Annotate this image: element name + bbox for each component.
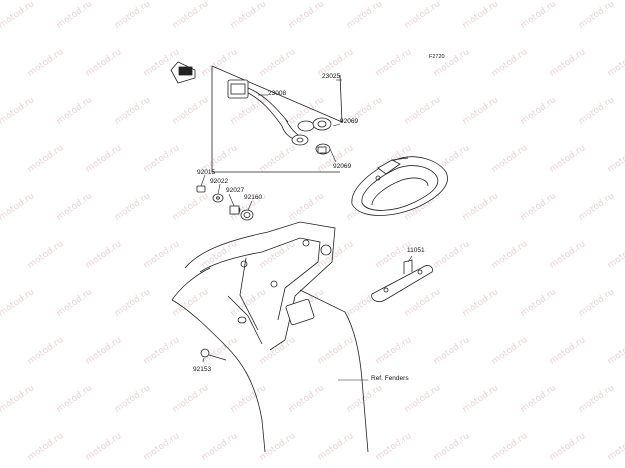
reference-fenders-label: Ref. Fenders [371,375,409,382]
part-92027-collar[interactable] [229,205,241,215]
rear-fender [171,221,369,453]
part-label-92069-upper: 92069 [340,118,359,125]
part-label-11051: 11051 [407,247,425,254]
part-label-92015: 92015 [197,169,216,176]
part-label-23008: 23008 [268,90,287,97]
tail-light-assembly[interactable] [351,156,448,216]
license-plate-bracket[interactable] [371,259,433,302]
part-label-23025: 23025 [322,73,341,80]
figure-code: F2720 [429,54,445,60]
leader-lines [200,79,413,381]
bulb-92069[interactable] [315,143,331,155]
part-label-92160: 92160 [244,194,263,201]
part-92160-damper[interactable] [240,209,254,221]
part-label-92022: 92022 [210,178,229,185]
front-direction-arrow-icon [170,61,196,84]
part-92015-nut[interactable] [196,185,206,193]
bolt-92153[interactable] [200,348,227,361]
socket-92069-upper[interactable] [297,117,332,132]
part-92022-washer[interactable] [212,193,224,203]
part-label-92027: 92027 [226,187,245,194]
wiring-harness-23008[interactable] [227,79,301,141]
socket-lower[interactable] [291,134,309,146]
part-label-92153: 92153 [193,366,212,373]
assembly-bracket [211,65,343,173]
part-label-92069-lower: 92069 [333,163,352,170]
